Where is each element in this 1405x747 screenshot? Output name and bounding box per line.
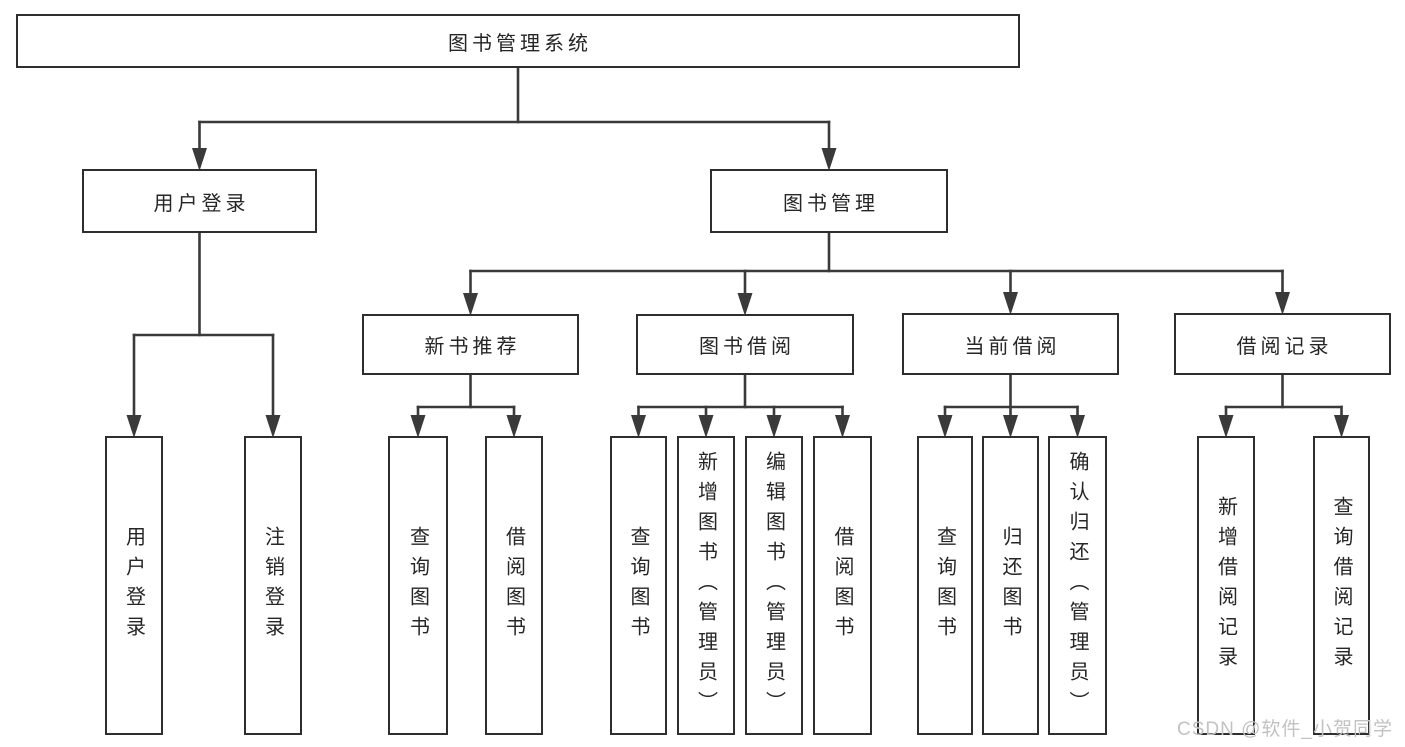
arrowhead-icon — [265, 415, 281, 438]
arrowhead-icon — [410, 415, 426, 438]
node-new-book: 新书推荐 — [362, 314, 579, 375]
node-br-query: 查询借阅记录 — [1313, 436, 1370, 735]
node-borrow-record: 借阅记录 — [1174, 313, 1391, 375]
arrowhead-icon — [737, 293, 753, 316]
arrowhead-icon — [126, 415, 142, 438]
node-book-mgmt: 图书管理 — [710, 169, 948, 233]
arrowhead-icon — [192, 148, 207, 171]
arrowhead-icon — [1218, 415, 1234, 438]
arrowhead-icon — [835, 415, 850, 438]
connector-current-borrow — [937, 373, 1085, 438]
arrowhead-icon — [1275, 292, 1290, 315]
connector-user-login — [126, 231, 281, 438]
arrowhead-icon — [1003, 292, 1018, 315]
connector-book-mgmt — [463, 231, 1290, 316]
node-ul-logout: 注销登录 — [244, 436, 302, 735]
connector-borrow-record — [1218, 373, 1349, 438]
arrowhead-icon — [463, 293, 478, 316]
node-cb-return: 归还图书 — [982, 436, 1039, 735]
arrowhead-icon — [698, 415, 714, 438]
node-br-add: 新增借阅记录 — [1197, 436, 1255, 735]
arrowhead-icon — [821, 148, 837, 171]
node-ul-user-login: 用户登录 — [105, 436, 163, 735]
node-bb-query: 查询图书 — [610, 436, 667, 735]
node-bb-edit: 编辑图书（管理员） — [745, 436, 803, 735]
node-current-borrow: 当前借阅 — [902, 313, 1119, 375]
node-bb-borrow: 借阅图书 — [813, 436, 872, 735]
arrowhead-icon — [631, 415, 646, 438]
connector-book-borrow — [631, 373, 850, 438]
arrowhead-icon — [1334, 415, 1349, 438]
node-cb-query: 查询图书 — [917, 436, 973, 735]
node-user-login: 用户登录 — [82, 169, 317, 233]
node-bb-add: 新增图书（管理员） — [677, 436, 735, 735]
connector-new-book — [410, 373, 522, 438]
node-book-borrow: 图书借阅 — [636, 314, 854, 375]
node-cb-confirm: 确认归还（管理员） — [1048, 436, 1107, 735]
connector-root — [192, 66, 837, 171]
arrowhead-icon — [937, 415, 953, 438]
arrowhead-icon — [1070, 415, 1085, 438]
node-nb-borrow: 借阅图书 — [485, 436, 543, 735]
node-root: 图书管理系统 — [16, 14, 1020, 68]
arrowhead-icon — [766, 415, 782, 438]
arrowhead-icon — [506, 415, 522, 438]
arrowhead-icon — [1003, 415, 1018, 438]
node-nb-query: 查询图书 — [388, 436, 448, 735]
